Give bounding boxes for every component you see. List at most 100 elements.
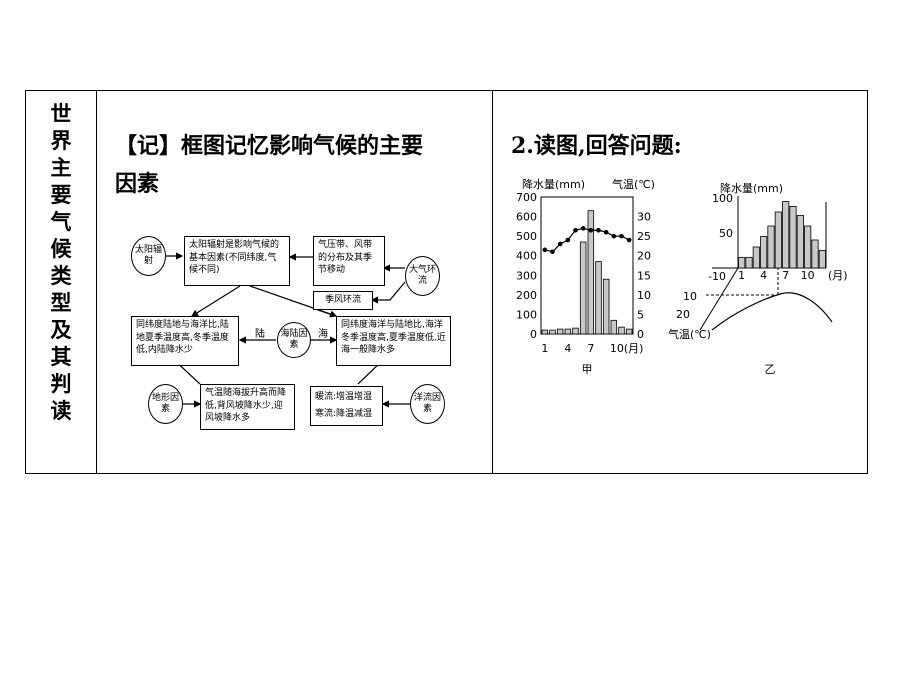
plot-frame [540,196,634,335]
temp-point [611,233,617,239]
solar-radiation-circle: 太阳辐射 [131,236,166,276]
sea-label: 海 [318,329,328,340]
chart-caption: 乙 [765,363,776,376]
right-tick-label: 5 [637,308,644,321]
precip-bar [811,239,819,269]
temp-point [619,233,624,239]
vertical-title-char: 类 [50,264,72,288]
left-tick-label: 700 [516,191,537,204]
vertical-title-char: 读 [50,399,72,423]
x-tick-label: 7 [587,342,594,355]
left-tick-label: 100 [516,308,537,321]
vertical-title-char: 型 [50,291,72,315]
precip-bar [796,215,804,269]
precip-bar [767,225,775,269]
precip-bar [745,257,753,269]
vertical-title-char: 要 [50,183,72,207]
section-heading-line2: 因素 [115,171,160,197]
temp-curve [711,292,833,331]
vertical-title-char: 及 [50,318,72,342]
vertical-title-char: 候 [50,237,72,261]
land-sea-circle: 海陆因素 [277,322,311,358]
current-box: 暖流:增温增湿 寒流:降温减湿 [310,386,383,426]
temp-axis [699,267,739,331]
right-tick-label: 20 [637,250,651,263]
vertical-title-char: 气 [50,210,72,234]
vertical-title-char: 其 [50,345,72,369]
cold-current-text: 寒流:降温减湿 [315,409,373,419]
monsoon-box: 季风环流 [313,291,373,310]
precip-bar [738,257,746,269]
temp-point [557,241,563,247]
solar-radiation-box: 太阳辐射是影响气候的基本因素(不同纬度,气候不同) [184,236,290,286]
x-tick-label: 7 [782,269,789,282]
left-axis-title: 降水量(mm) [522,177,585,191]
arrow-monsoon-right [317,309,337,317]
precip-bar [587,210,595,335]
x-tick-label: 10(月) [610,342,644,355]
precip-bar [752,246,760,269]
section-heading-line1: 【记】框图记忆影响气候的主要 [115,133,424,159]
precip-bar [618,326,625,335]
precip-bar [564,328,572,335]
precip-tick-label: 100 [712,192,733,205]
precip-bar [818,250,826,269]
question-heading: 2.读图,回答问题: [511,133,682,159]
precip-bar [782,201,790,269]
temp-point [565,237,571,243]
arrow-atmos-monsoon [370,281,406,304]
x-tick-label: 4 [760,269,767,282]
right-tick-label: 15 [637,269,651,282]
x-unit-label: (月) [828,269,848,282]
precip-bar [610,319,618,335]
land-comparison-box: 同纬度陆地与海洋比,陆地夏季温度高,冬季温度低,内陆降水少 [131,316,239,366]
precip-bar [541,329,549,335]
x-tick-label: 1 [541,342,548,355]
temp-point [603,229,609,235]
precip-bar [625,328,633,335]
precip-bar [774,211,782,269]
temp-point [596,227,601,233]
left-tick-label: 300 [516,269,537,282]
land-label: 陆 [255,329,265,340]
atmospheric-circulation-circle: 大气环流 [405,256,440,296]
temp-point [573,227,578,233]
ocean-current-circle: 洋流因素 [410,384,445,424]
precip-bar [556,328,564,335]
terrain-circle: 地形因素 [148,384,183,424]
x-tick-label: 10 [801,269,815,282]
column-divider-right [492,91,493,473]
vertical-title-char: 主 [50,156,72,180]
content-table: 世界主要气候类型及其判读 【记】框图记忆影响气候的主要 因素 2.读图,回答问题… [25,90,868,474]
temp-tick-label: 20 [676,308,690,321]
pressure-wind-box: 气压带、风带的分布及其季节移动 [313,236,385,286]
right-tick-label: 0 [637,328,644,341]
warm-current-text: 暖流:增温增湿 [315,392,373,402]
vertical-title-char: 世 [50,102,72,126]
precip-bar [789,205,797,269]
left-tick-label: 200 [516,289,537,302]
sea-comparison-box: 同纬度海洋与陆地比,海洋冬季温度高,夏季温度低,近海一般降水多 [336,316,451,366]
temp-point [626,237,632,243]
vertical-title-char: 判 [50,372,72,396]
temp-zero-label: -10 [708,270,726,283]
column-divider-left [96,91,97,473]
left-tick-label: 600 [516,211,537,224]
arrow-solar-left [190,285,241,317]
right-tick-label: 25 [637,230,651,243]
precip-bar [804,225,812,269]
temp-axis-title: 气温(℃) [668,327,711,341]
right-tick-label: 30 [637,211,651,224]
precip-bar [572,327,579,335]
temp-point [580,226,586,231]
x-tick-label: 1 [738,269,745,282]
left-tick-label: 500 [516,230,537,243]
precip-bar [602,278,610,335]
precip-bar [595,261,602,335]
vertical-title-char: 界 [50,129,72,153]
precip-axis-title: 降水量(mm) [720,181,783,195]
temp-point [550,249,555,255]
